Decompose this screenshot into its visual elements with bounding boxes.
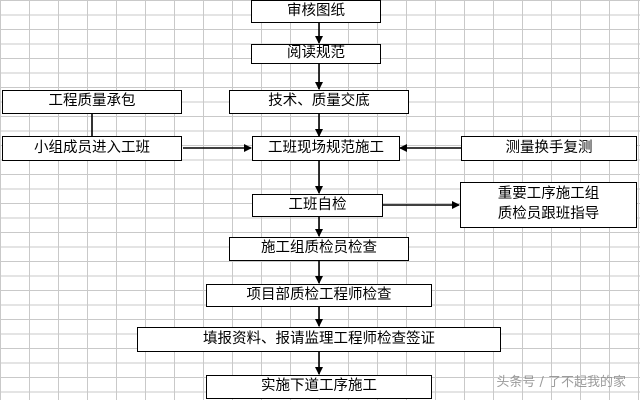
node-key-process-guidance: 重要工序施工组 质检员跟班指导	[460, 182, 637, 228]
node-team-members-enter: 小组成员进入工班	[2, 136, 182, 161]
node-team-self-check: 工班自检	[252, 194, 383, 217]
node-tech-quality-briefing: 技术、质量交底	[229, 90, 409, 114]
node-measure-recheck: 测量换手复测	[461, 136, 637, 161]
watermark: 头条号 / 了不起我的家	[496, 375, 626, 390]
node-project-engineer-check: 项目部质检工程师检查	[206, 284, 432, 307]
node-group-inspector-check: 施工组质检员检查	[229, 237, 409, 261]
node-quality-contract: 工程质量承包	[2, 90, 182, 114]
node-site-standard-construction: 工班现场规范施工	[252, 136, 400, 161]
key-process-line-2: 质检员跟班指导	[497, 206, 600, 222]
node-next-process: 实施下道工序施工	[206, 375, 432, 399]
node-review-drawings: 审核图纸	[251, 0, 381, 23]
node-report-supervisor: 填报资料、报请监理工程师检查签证	[137, 327, 501, 352]
node-read-specs: 阅读规范	[251, 44, 381, 64]
key-process-line-1: 重要工序施工组	[497, 186, 600, 203]
